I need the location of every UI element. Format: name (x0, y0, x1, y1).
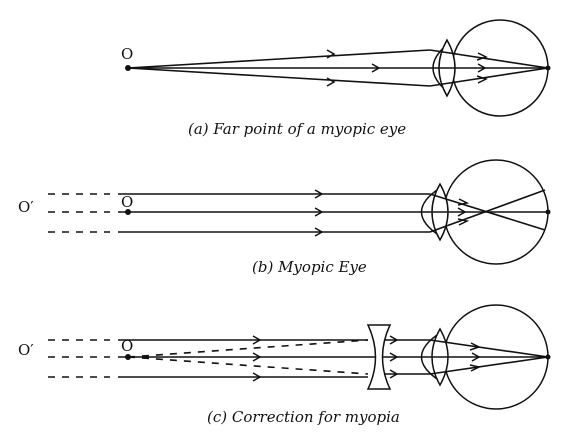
point-label-o: O (121, 337, 133, 355)
arrow-head (471, 352, 481, 362)
far-point-label: O′ (18, 198, 34, 216)
arrow-head (469, 364, 482, 372)
arrow-head (326, 49, 336, 59)
ray-top (127, 49, 431, 69)
arrow-head (457, 218, 470, 226)
retina-focus-point (545, 65, 551, 71)
arrow-head (314, 207, 324, 217)
arrow-head (476, 52, 488, 61)
point-label-o: O (121, 193, 133, 211)
refracted-ray-top (429, 339, 549, 358)
arrow-head (314, 189, 324, 199)
virtual-ray-bottom (127, 356, 369, 375)
point-label-o: O (121, 45, 133, 63)
arrow-head (326, 77, 336, 87)
arrow-head (252, 372, 262, 382)
arrow-head (252, 335, 262, 345)
arrow-head (457, 207, 467, 217)
virtual-ray-top (127, 339, 369, 358)
caption: (a) Far point of a myopic eye (188, 120, 406, 138)
refracted-ray-bottom (429, 189, 546, 233)
panel-a: O (a) Far point of a myopic eye (121, 19, 551, 138)
arrow-head (469, 342, 481, 351)
refracted-ray-bottom (429, 356, 549, 375)
arrow-head (371, 63, 381, 73)
arrow-head (314, 227, 324, 237)
arrow-head (389, 335, 399, 345)
arrow-head (476, 75, 488, 84)
arrow-head (252, 352, 262, 362)
caption: (b) Myopic Eye (252, 258, 367, 276)
panel-b: O′ O (b) Myopic Eye (18, 159, 551, 276)
arrow-head (477, 63, 487, 73)
refracted-ray-top (429, 49, 549, 69)
refracted-ray-bottom (429, 67, 549, 87)
arrow-head (389, 352, 399, 362)
arrow-head (457, 198, 470, 206)
panel-c: O′ O (c) Correction for myopia (18, 304, 551, 426)
refracted-ray-top (429, 193, 546, 231)
caption: (c) Correction for myopia (207, 408, 400, 426)
far-point-label: O′ (18, 341, 34, 359)
retina-focus-point (545, 354, 551, 360)
ray-bottom (127, 67, 431, 87)
arrow-head (389, 369, 399, 379)
retina-point (545, 209, 551, 215)
